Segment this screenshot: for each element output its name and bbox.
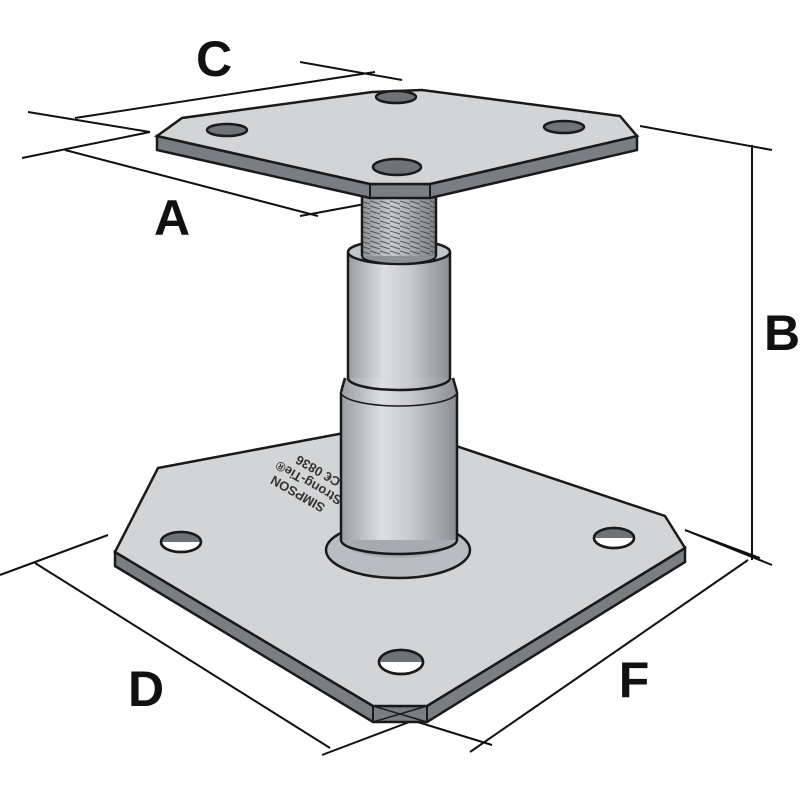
dim-a-ext-left (21, 131, 151, 159)
dim-c-ext-right (299, 61, 403, 81)
top-hole-left (205, 122, 249, 138)
dim-c-ext-left (27, 111, 151, 133)
dimension-lines (0, 61, 773, 756)
top-hole-back (374, 89, 418, 105)
dim-a-line (64, 149, 319, 217)
top-hole-front (371, 157, 423, 177)
threaded-rod (360, 196, 438, 265)
dimension-labels: C A B D F (128, 31, 800, 717)
dim-label-f: F (619, 652, 650, 708)
top-plate-holes (205, 89, 586, 177)
dim-label-b: B (764, 305, 800, 361)
top-plate-top (154, 88, 640, 186)
top-hole-right (542, 119, 586, 135)
dim-label-d: D (128, 661, 164, 717)
dim-label-a: A (154, 190, 190, 246)
base-plate-holes (159, 526, 636, 676)
dim-label-c: C (196, 31, 232, 87)
dim-d-ext-right (321, 717, 421, 756)
dim-d-line (34, 562, 331, 749)
lower-tube (339, 377, 459, 556)
dim-a-ext-right (299, 203, 366, 217)
dim-b-ext-top (639, 125, 773, 151)
top-plate (154, 88, 640, 200)
dim-f-line (469, 559, 749, 753)
dim-c-line (74, 71, 376, 119)
dim-d-ext-left (0, 534, 109, 576)
dim-f-ext-right (684, 529, 761, 559)
